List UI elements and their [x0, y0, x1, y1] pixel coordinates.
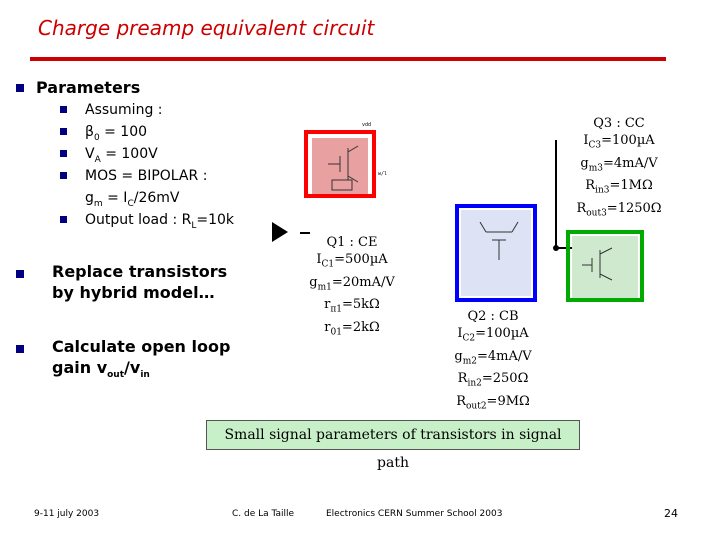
q3-rin: Rin3=1MΩ — [585, 178, 653, 196]
q2-rin: Rin2=250Ω — [457, 371, 529, 389]
square-bullet-icon — [16, 270, 24, 278]
bullet-assuming: Assuming : — [85, 102, 163, 118]
transistor-symbol-icon — [479, 221, 519, 260]
beta-value: = 100 — [99, 124, 148, 140]
vout-subscript: out — [107, 370, 125, 381]
bullet-gm-formula: gm = IC/26mV — [85, 187, 179, 215]
bullet-parameters: Parameters — [36, 78, 141, 97]
q1-gm: gm1=20mA/V — [309, 274, 395, 293]
q1-rpi: rπ1=5kΩ — [324, 297, 380, 315]
bullet-beta: β0 = 100 — [85, 121, 147, 149]
input-triangle-icon — [272, 222, 288, 242]
q2-parameters: Q2 : CB IC2=100µA gm2=4mA/V Rin2=250Ω Ro… — [438, 308, 548, 415]
square-bullet-icon — [60, 150, 67, 157]
node-dot-icon — [553, 245, 559, 251]
q3-region-fill — [572, 236, 638, 298]
gm-symbol: g — [85, 190, 94, 206]
q1-param-label: w/l — [378, 171, 387, 177]
footer-date: 9-11 july 2003 — [34, 509, 100, 519]
q2-rout: Rout2=9MΩ — [456, 393, 530, 412]
q2-ic: IC2=100µA — [457, 326, 529, 344]
preamp-schematic: vdd w/l — [272, 122, 644, 302]
q1-highlight-box — [304, 130, 376, 198]
ic-subscript: C — [127, 198, 134, 209]
q2-highlight-box — [455, 204, 537, 302]
page-title: Charge preamp equivalent circuit — [38, 16, 375, 40]
square-bullet-icon — [16, 84, 24, 92]
footer-event: Electronics CERN Summer School 2003 — [326, 509, 503, 519]
bullet-calc-line2: gain vout/vin — [52, 358, 150, 385]
q3-ic: IC3=100µA — [583, 133, 655, 151]
gm-subscript: m — [93, 198, 103, 209]
q1-r0: r01=2kΩ — [324, 319, 380, 338]
page-number: 24 — [664, 507, 678, 520]
square-bullet-icon — [60, 106, 67, 113]
footer-author: C. de La Taille — [232, 509, 295, 519]
beta-subscript: 0 — [93, 132, 100, 143]
bullet-replace-line2: by hybrid model… — [52, 283, 215, 302]
va-symbol: V — [85, 146, 95, 162]
q1-ic: IC1=500µA — [316, 252, 388, 270]
q3-title: Q3 : CC — [593, 116, 645, 131]
q3-parameters: Q3 : CC IC3=100µA gm3=4mA/V Rin3=1MΩ Rou… — [560, 115, 678, 222]
q2-region-fill — [461, 210, 531, 296]
q1-title: Q1 : CE — [326, 235, 378, 250]
q3-highlight-box — [566, 230, 644, 302]
square-bullet-icon — [60, 128, 67, 135]
summary-banner: Small signal parameters of transistors i… — [206, 420, 580, 471]
bullet-output-load: Output load : RL=10k — [85, 209, 234, 237]
load-subscript: L — [191, 220, 197, 231]
calc-gain-text: gain v — [52, 358, 108, 377]
bullet-early-voltage: VA = 100V — [85, 143, 158, 171]
transistor-symbol-icon — [328, 145, 359, 191]
gm-tail: /26mV — [133, 190, 180, 206]
q2-gm: gm2=4mA/V — [454, 348, 532, 367]
gm-equals: = I — [102, 190, 128, 206]
q1-net-label: vdd — [362, 122, 371, 128]
transistor-symbol-icon — [582, 247, 613, 281]
q3-rout: Rout3=1250Ω — [576, 200, 662, 219]
square-bullet-icon — [16, 345, 24, 353]
va-subscript: A — [94, 154, 101, 165]
calc-divider: /v — [124, 358, 141, 377]
load-label: Output load : R — [85, 212, 192, 228]
square-bullet-icon — [60, 172, 67, 179]
q3-gm: gm3=4mA/V — [580, 155, 658, 174]
beta-symbol: β — [85, 124, 94, 140]
bullet-replace-line1: Replace transistors — [52, 262, 228, 281]
load-value: =10k — [196, 212, 235, 228]
bullet-calc-line1: Calculate open loop — [52, 337, 231, 356]
vin-subscript: in — [140, 370, 150, 381]
q2-title: Q2 : CB — [467, 309, 519, 324]
q1-parameters: Q1 : CE IC1=500µA gm1=20mA/V rπ1=5kΩ r01… — [300, 234, 404, 341]
bullet-mos-bipolar: MOS = BIPOLAR : — [85, 168, 208, 184]
va-value: = 100V — [100, 146, 158, 162]
square-bullet-icon — [60, 216, 67, 223]
title-divider — [30, 57, 666, 61]
